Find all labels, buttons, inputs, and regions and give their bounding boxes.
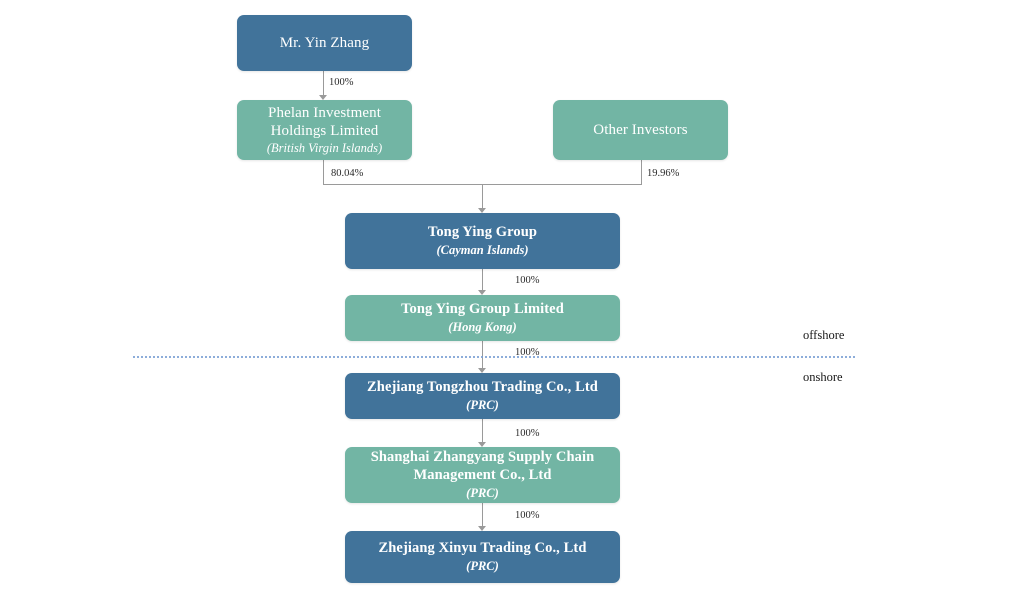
entity-name-zhejiang-tongzhou-trading: Zhejiang Tongzhou Trading Co., Ltd: [367, 379, 598, 396]
entity-node-zhejiang-xinyu-trading[interactable]: Zhejiang Xinyu Trading Co., Ltd (PRC): [345, 531, 620, 583]
entity-node-tong-ying-group[interactable]: Tong Ying Group (Cayman Islands): [345, 213, 620, 269]
arrow-junction-to-tongyinggroup: [478, 208, 486, 213]
ownership-label-tongyinggroup-tongyinggrouplimited: 100%: [515, 275, 540, 286]
connector-tongyinggrouplimited-to-zhejiangtongzhou: [482, 341, 483, 368]
onshore-label: onshore: [803, 370, 843, 384]
entity-name-other-investors: Other Investors: [593, 121, 688, 138]
arrow-yinzhang-to-phelan: [319, 95, 327, 100]
entity-name-phelan-investment-holdings: Phelan Investment Holdings Limited: [268, 104, 381, 139]
entity-node-yin-zhang[interactable]: Mr. Yin Zhang: [237, 15, 412, 71]
entity-node-zhejiang-tongzhou-trading[interactable]: Zhejiang Tongzhou Trading Co., Ltd (PRC): [345, 373, 620, 419]
offshore-onshore-divider: [133, 356, 855, 358]
ownership-label-tongyinggrouplimited-zhejiangtongzhou: 100%: [515, 347, 540, 358]
ownership-label-yinzhang-phelan: 100%: [329, 77, 354, 88]
ownership-label-shanghaizhangyang-zhejiangxinyu: 100%: [515, 510, 540, 521]
connector-phelan-down: [323, 160, 324, 184]
connector-tongyinggroup-to-tongyinggrouplimited: [482, 269, 483, 290]
entity-name-shanghai-zhangyang-supply-chain: Shanghai Zhangyang Supply Chain Manageme…: [370, 449, 595, 483]
ownership-label-otherinvestors-tongyinggroup: 19.96%: [647, 168, 680, 179]
entity-name-tong-ying-group: Tong Ying Group: [427, 224, 538, 241]
entity-node-other-investors[interactable]: Other Investors: [553, 100, 728, 160]
entity-jurisdiction-phelan-investment-holdings: (British Virgin Islands): [266, 141, 383, 156]
offshore-label: offshore: [803, 328, 845, 342]
arrow-shanghaizhangyang-to-zhejiangxinyu: [478, 526, 486, 531]
entity-name-yin-zhang: Mr. Yin Zhang: [279, 34, 370, 51]
connector-junction-to-tongyinggroup: [482, 184, 483, 208]
entity-name-tong-ying-group-limited: Tong Ying Group Limited: [401, 301, 564, 318]
entity-jurisdiction-shanghai-zhangyang-supply-chain: (PRC): [466, 485, 499, 500]
entity-jurisdiction-zhejiang-tongzhou-trading: (PRC): [466, 397, 499, 412]
ownership-label-phelan-tongyinggroup: 80.04%: [331, 168, 364, 179]
entity-jurisdiction-tong-ying-group-limited: (Hong Kong): [448, 319, 517, 334]
entity-name-zhejiang-xinyu-trading: Zhejiang Xinyu Trading Co., Ltd: [378, 540, 587, 557]
arrow-tongyinggroup-to-tongyinggrouplimited: [478, 290, 486, 295]
connector-yinzhang-to-phelan: [323, 71, 324, 95]
connector-zhejiangtongzhou-to-shanghaizhangyang: [482, 419, 483, 442]
arrow-zhejiangtongzhou-to-shanghaizhangyang: [478, 442, 486, 447]
connector-otherinvestors-down: [641, 160, 642, 184]
entity-node-phelan-investment-holdings[interactable]: Phelan Investment Holdings Limited (Brit…: [237, 100, 412, 160]
ownership-label-zhejiangtongzhou-shanghaizhangyang: 100%: [515, 428, 540, 439]
entity-node-shanghai-zhangyang-supply-chain[interactable]: Shanghai Zhangyang Supply Chain Manageme…: [345, 447, 620, 503]
entity-jurisdiction-tong-ying-group: (Cayman Islands): [436, 242, 529, 257]
connector-shanghaizhangyang-to-zhejiangxinyu: [482, 503, 483, 526]
arrow-tongyinggrouplimited-to-zhejiangtongzhou: [478, 368, 486, 373]
entity-node-tong-ying-group-limited[interactable]: Tong Ying Group Limited (Hong Kong): [345, 295, 620, 341]
entity-jurisdiction-zhejiang-xinyu-trading: (PRC): [466, 558, 499, 573]
